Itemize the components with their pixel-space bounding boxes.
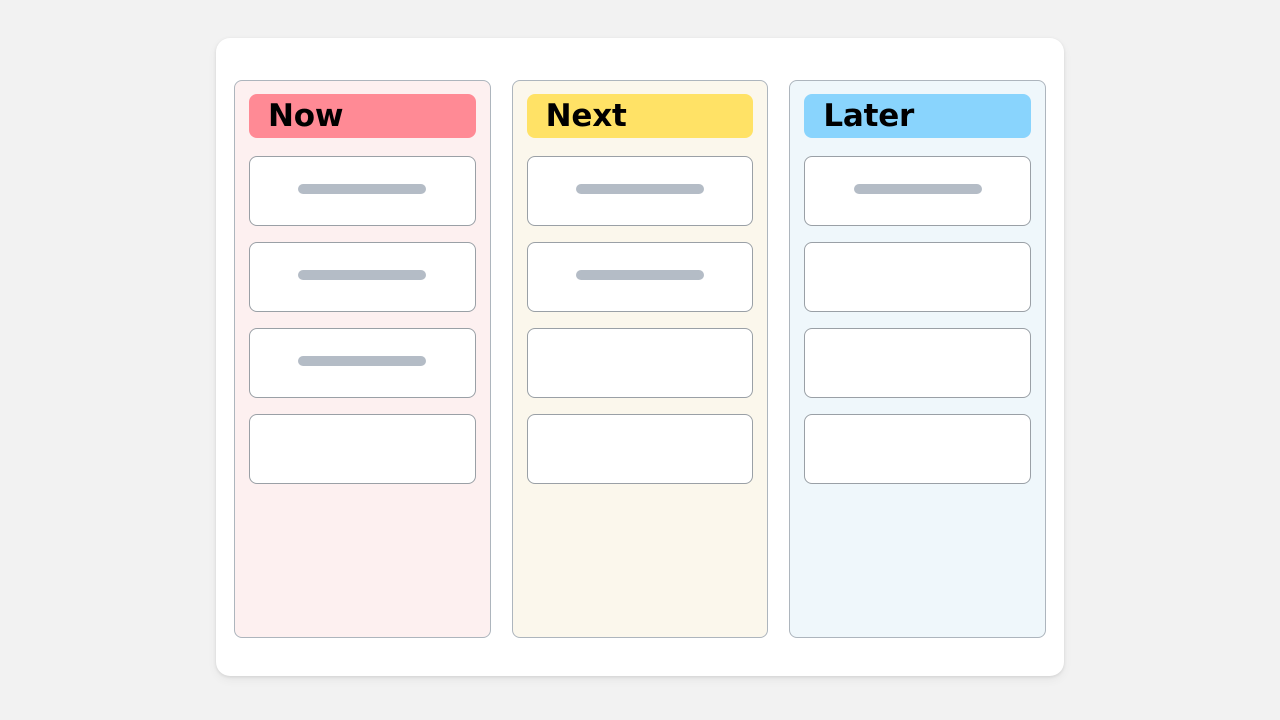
card-placeholder-bar	[576, 270, 704, 280]
card-placeholder-bar	[853, 184, 982, 194]
card[interactable]	[804, 242, 1032, 312]
board-columns: Now Next	[234, 80, 1047, 638]
board-column-next[interactable]: Next	[511, 80, 769, 638]
card[interactable]	[804, 156, 1032, 226]
card[interactable]	[526, 328, 754, 398]
column-header-next: Next	[526, 94, 754, 138]
card[interactable]	[526, 242, 754, 312]
card[interactable]	[249, 414, 476, 484]
card[interactable]	[526, 156, 754, 226]
column-header-now: Now	[249, 94, 476, 138]
card-list-later	[804, 156, 1032, 484]
card-list-next	[526, 156, 754, 484]
card-placeholder-bar	[298, 270, 427, 280]
card-placeholder-bar	[576, 184, 704, 194]
column-title-later: Later	[823, 97, 915, 134]
card[interactable]	[526, 414, 754, 484]
card-placeholder-bar	[298, 356, 427, 366]
card[interactable]	[804, 414, 1032, 484]
card[interactable]	[249, 156, 476, 226]
board-container: Now Next	[216, 38, 1064, 676]
card[interactable]	[804, 328, 1032, 398]
board-column-now[interactable]: Now	[234, 80, 491, 638]
column-title-next: Next	[545, 97, 627, 134]
card-placeholder-bar	[298, 184, 427, 194]
card-list-now	[249, 156, 476, 484]
column-header-later: Later	[804, 94, 1032, 138]
card[interactable]	[249, 328, 476, 398]
board-column-later[interactable]: Later	[789, 80, 1047, 638]
card[interactable]	[249, 242, 476, 312]
column-title-now: Now	[268, 97, 344, 134]
